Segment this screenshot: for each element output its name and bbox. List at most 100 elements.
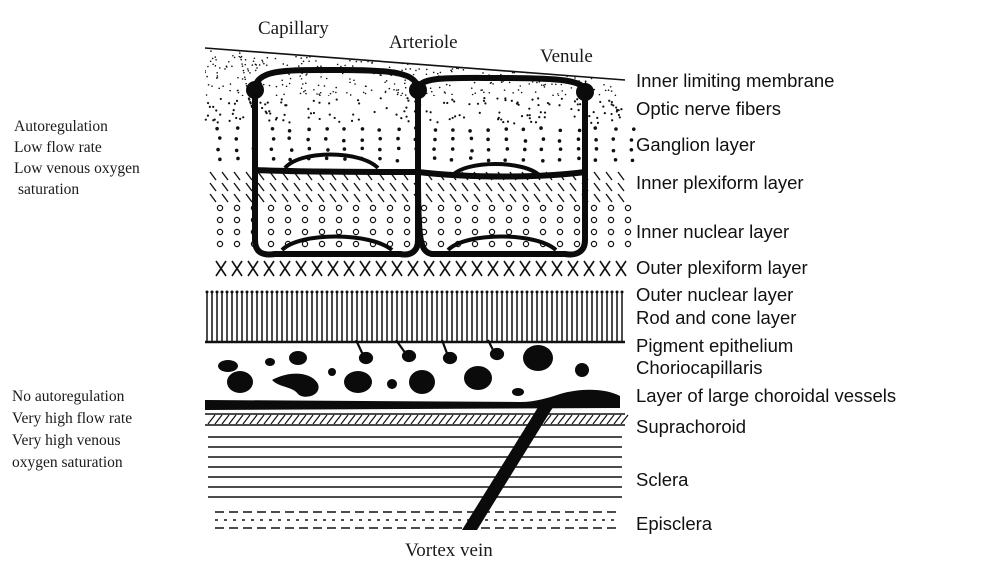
rod-head [391, 291, 394, 294]
stipple-dot [397, 94, 399, 96]
stipple-dot [393, 53, 395, 55]
ganglion-dot [524, 139, 528, 143]
plexiform-hatch [594, 194, 600, 202]
rod-head [431, 291, 434, 294]
fiber-dot [280, 101, 282, 103]
nuclear-cell [438, 229, 443, 234]
stipple-dot [534, 62, 536, 64]
stipple-dot [492, 83, 494, 85]
fiber-dot [537, 104, 539, 106]
stipple-dot [206, 76, 208, 78]
fiber-dot [400, 117, 402, 119]
stipple-dot [216, 77, 218, 79]
rod-head [576, 291, 579, 294]
ganglion-dot [290, 148, 294, 152]
stipple-dot [327, 55, 329, 57]
stipple-dot [256, 67, 258, 69]
stipple-dot [610, 50, 612, 52]
stipple-dot [433, 72, 435, 74]
fiber-dot [578, 109, 580, 111]
nuclear-cell [557, 241, 562, 246]
stipple-dot [569, 68, 571, 70]
rod-head [326, 291, 329, 294]
stipple-dot [485, 49, 487, 51]
nuclear-cell [217, 229, 222, 234]
stipple-dot [426, 73, 428, 75]
ganglion-dot [542, 137, 546, 141]
stipple-dot [289, 83, 291, 85]
fiber-dot [590, 122, 592, 124]
stipple-dot [621, 54, 623, 56]
suprachoroid-hatch [467, 415, 474, 424]
stipple-dot [306, 57, 308, 59]
stipple-dot [619, 50, 621, 52]
plexiform-hatch [558, 183, 564, 191]
rod-head [411, 291, 414, 294]
rod-head [486, 291, 489, 294]
suprachoroid-hatch [222, 415, 229, 424]
stipple-dot [346, 92, 348, 94]
stipple-dot [488, 92, 490, 94]
suprachoroid-hatch [229, 415, 236, 424]
plexiform-hatch [498, 183, 504, 191]
rod-head [346, 291, 349, 294]
rod-head [271, 291, 274, 294]
rod-head [281, 291, 284, 294]
suprachoroid-hatch [516, 415, 523, 424]
choroidal-note: Very high venous [12, 432, 121, 449]
fiber-dot [453, 100, 455, 102]
plexiform-hatch [330, 194, 336, 202]
stipple-dot [437, 73, 439, 75]
stipple-dot [413, 74, 415, 76]
nuclear-cell [489, 241, 494, 246]
stipple-dot [398, 89, 400, 91]
stipple-dot [512, 92, 514, 94]
ganglion-dot [541, 159, 545, 163]
ganglion-dot [558, 139, 562, 143]
plexiform-hatch [486, 183, 492, 191]
nuclear-cell [574, 205, 579, 210]
stipple-dot [466, 61, 468, 63]
fiber-dot [483, 97, 485, 99]
stipple-dot [234, 57, 236, 59]
suprachoroid-hatch [299, 415, 306, 424]
nuclear-cell [625, 205, 630, 210]
stipple-dot [299, 75, 301, 77]
plexiform-hatch [270, 194, 276, 202]
stipple-dot [593, 68, 595, 70]
stipple-dot [281, 79, 283, 81]
stipple-dot [402, 60, 404, 62]
suprachoroid-hatching [205, 414, 628, 425]
fiber-dot [430, 111, 432, 113]
rod-head [276, 291, 279, 294]
stipple-dot [275, 51, 277, 53]
ganglion-dot [342, 127, 346, 131]
rod-head [516, 291, 519, 294]
rod-head [481, 291, 484, 294]
stipple-dot [430, 87, 432, 89]
plexiform-hatch [438, 183, 444, 191]
rod-head [436, 291, 439, 294]
vortex-vein-label: Vortex vein [405, 540, 493, 561]
suprachoroid-hatch [488, 415, 495, 424]
stipple-dot [463, 52, 465, 54]
stipple-dot [466, 53, 468, 55]
plexiform-hatch [606, 172, 612, 180]
fiber-dot [454, 115, 456, 117]
fiber-dot [308, 117, 310, 119]
stipple-dot [494, 55, 496, 57]
rod-head [341, 291, 344, 294]
plexiform-hatch [426, 183, 432, 191]
plexiform-hatch [306, 194, 312, 202]
stipple-dot [371, 89, 373, 91]
stipple-dot [274, 49, 276, 51]
stipple-dot [255, 70, 257, 72]
suprachoroid-hatch [481, 415, 488, 424]
fiber-dot [336, 98, 338, 100]
fiber-dot [405, 116, 407, 118]
ganglion-dot [577, 147, 581, 151]
fiber-dot [267, 102, 269, 104]
fiber-dot [618, 114, 620, 116]
stipple-dot [322, 51, 324, 53]
fiber-dot [217, 121, 219, 123]
